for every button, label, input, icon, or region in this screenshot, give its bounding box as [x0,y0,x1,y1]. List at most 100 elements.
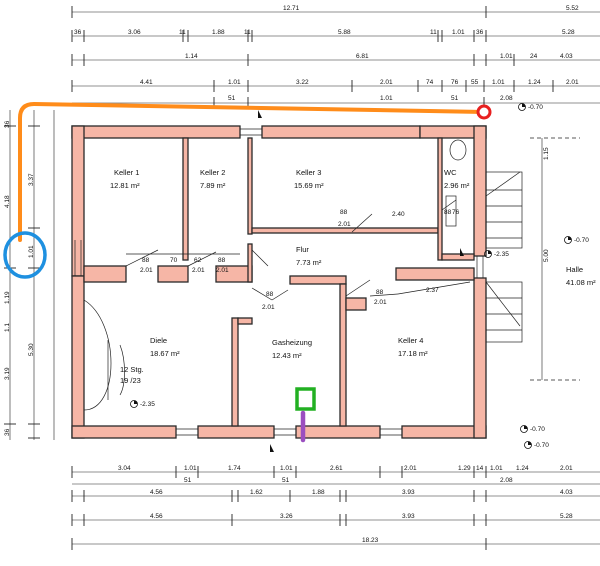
dim-top-4: 76 [451,79,459,86]
door-dim: 2.37 [426,287,439,294]
dim-top-2: 11 [244,29,251,36]
dim-bottom-2: 51 [184,477,192,484]
room-name-flur: Flur [296,245,309,254]
dim-bottom-3: 3.93 [402,489,415,496]
dim-left: 3.19 [4,367,11,380]
bottom-dimension-lines: 3.04 1.01 1.74 1.01 2.61 2.01 1.29 14 1.… [71,465,600,550]
dim-bottom-1: 1.74 [228,465,241,472]
dim-bottom-3: 4.56 [150,489,163,496]
orange-route-line [18,102,486,242]
dim-top-2: 11 [430,29,437,36]
dim-bottom-3: 1.62 [250,489,263,496]
dim-top-4: 2.01 [566,79,579,86]
dim-top-5: 51 [451,95,459,102]
room-area-keller-1: 12.81 m² [110,181,140,190]
dim-left: 36 [4,120,11,128]
dim-top-2: 36 [74,29,82,36]
red-circle-marker [476,104,492,120]
dim-bottom-1: 3.04 [118,465,131,472]
level-marker: -2.35 [484,250,509,258]
dim-top-4: 55 [471,79,479,86]
dim-top-1-a: 12.71 [283,5,300,12]
level-marker: -0.70 [524,441,549,449]
stairs-count: 12 Stg. [120,365,144,374]
blue-circle-marker [3,231,47,279]
room-name-keller-4: Keller 4 [398,336,423,345]
door-dim: 76 [452,209,460,216]
door-dim: 2.01 [192,267,205,274]
room-area-flur: 7.73 m² [296,258,322,267]
dim-left: 4.18 [4,195,11,208]
dim-left: 3.37 [28,173,35,186]
dim-top-2: 36 [476,29,484,36]
dim-bottom-2: 51 [282,477,290,484]
level-marker: -0.70 [564,236,589,244]
dim-bottom-4: 5.28 [560,513,573,520]
dim-top-5: 51 [228,95,236,102]
wc-toilet [449,139,467,161]
room-name-keller-1: Keller 1 [114,168,139,177]
door-dim: 88 [444,209,452,216]
dim-top-1-b: 5.52 [566,5,579,12]
room-name-gasheizung: Gasheizung [272,338,312,347]
room-name-keller-2: Keller 2 [200,168,225,177]
room-name-halle: Halle [566,265,583,274]
dim-top-2: 5.88 [338,29,351,36]
level-marker: -0.70 [520,425,545,433]
dim-bottom-1: 2.01 [404,465,417,472]
stairs-ratio: 19 /23 [120,376,141,385]
dim-top-2: 3.06 [128,29,141,36]
door-dim: 88 [376,289,384,296]
dim-right-inner: 5.00 [543,249,550,262]
door-dim: 88 [218,257,226,264]
door-dim: 88 [340,209,348,216]
dim-bottom-3: 4.03 [560,489,573,496]
dim-bottom-2: 2.08 [500,477,513,484]
door-dim: 2.40 [392,211,405,218]
dim-bottom-total: 18.23 [362,537,379,544]
level-value: -0.70 [528,104,543,111]
room-area-gasheizung: 12.43 m² [272,351,302,360]
dim-top-3: 24 [530,53,538,60]
dim-bottom-1: 2.01 [560,465,573,472]
door-labels: 88 2.01 70 62 2.01 88 2.01 88 2.01 2.40 … [140,209,460,311]
level-markers: -0.70 -0.70 -2.35 -2.35 -0.70 -0.70 [130,103,589,449]
green-square-marker [295,387,316,411]
room-area-diele: 18.67 m² [150,349,180,358]
room-area-keller-2: 7.89 m² [200,181,226,190]
door-dim: 2.01 [374,299,387,306]
dim-top-4: 3.22 [296,79,309,86]
door-dim: 62 [194,257,202,264]
door-dim: 2.01 [338,221,351,228]
dim-top-4: 2.01 [380,79,393,86]
dim-bottom-1: 14 [476,465,484,472]
level-marker: -0.70 [518,103,543,111]
halle-stairs [485,137,580,381]
dim-left: 1.19 [4,291,11,304]
level-value: -0.70 [574,237,589,244]
dim-top-5: 1.01 [380,95,393,102]
dim-bottom-1: 2.61 [330,465,343,472]
dim-left: 1.01 [28,245,35,258]
dim-bottom-4: 4.56 [150,513,163,520]
dim-top-2: 11 [179,29,186,36]
dim-top-4: 1.01 [492,79,505,86]
dim-left: 5.30 [28,343,35,356]
dim-bottom-1: 1.01 [490,465,503,472]
dim-top-2: 5.28 [562,29,575,36]
room-name-keller-3: Keller 3 [296,168,321,177]
dim-top-5: 2.08 [500,95,513,102]
dim-bottom-4: 3.93 [402,513,415,520]
dim-top-4: 4.41 [140,79,153,86]
room-name-diele: Diele [150,336,167,345]
dim-top-4: 1.24 [528,79,541,86]
room-name-wc: WC [444,168,457,177]
dim-bottom-1: 1.01 [280,465,293,472]
dim-top-3: 4.03 [560,53,573,60]
section-marks [258,110,464,452]
door-dim: 88 [266,291,274,298]
building-walls [71,125,487,439]
left-dimension-lines: 36 4.18 3.37 1.01 1.19 5.30 3.19 1.1 36 [4,110,55,440]
dim-bottom-3: 1.88 [312,489,325,496]
